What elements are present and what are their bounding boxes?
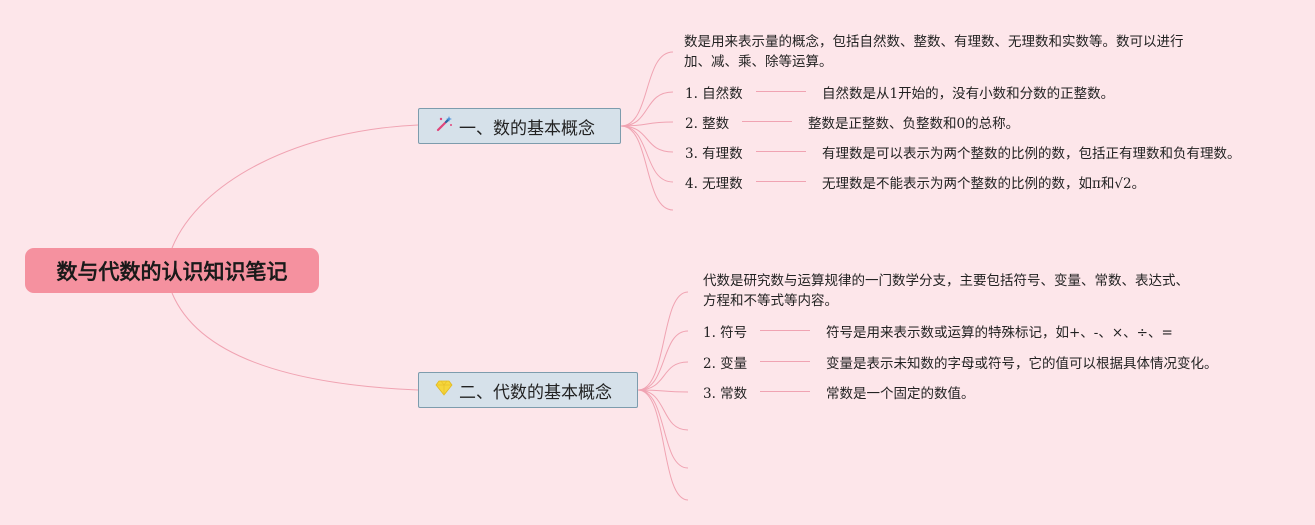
item-definition[interactable]: 有理数是可以表示为两个整数的比例的数，包括正有理数和负有理数。	[822, 146, 1241, 162]
item-definition[interactable]: 符号是用来表示数或运算的特殊标记，如+、-、×、÷、=	[826, 325, 1173, 341]
item-definition[interactable]: 无理数是不能表示为两个整数的比例的数，如π和√2。	[822, 176, 1146, 192]
item-term[interactable]: 1. 自然数	[685, 86, 743, 102]
branch-2-fan-connector-5	[637, 389, 689, 469]
branch-2-fan-connector-4	[637, 389, 689, 431]
item-term[interactable]: 3. 有理数	[685, 146, 743, 162]
item-term[interactable]: 2. 整数	[685, 116, 730, 132]
item-connector	[756, 181, 806, 182]
branch-1-fan-connector-2	[620, 121, 674, 127]
branch-title: 二、代数的基本概念	[459, 382, 612, 403]
branch-number-concepts[interactable]: 一、数的基本概念	[418, 108, 621, 144]
branch-title: 一、数的基本概念	[459, 118, 595, 139]
item-term[interactable]: 1. 符号	[703, 325, 748, 341]
root-title: 数与代数的认识知识笔记	[56, 258, 288, 284]
branch-algebra-concepts[interactable]: 二、代数的基本概念	[418, 372, 638, 408]
item-term[interactable]: 2. 变量	[703, 356, 748, 372]
branch-description: 数是用来表示量的概念，包括自然数、整数、有理数、无理数和实数等。数可以进行加、减…	[684, 34, 1184, 70]
branch-1-fan-connector-0	[620, 51, 674, 127]
branch-2-fan-connector-3	[637, 389, 689, 393]
item-connector	[760, 330, 810, 331]
branch-1-fan-connector-4	[620, 125, 674, 183]
branch-2-fan-connector-0	[637, 291, 689, 391]
item-connector	[756, 151, 806, 152]
branch-2-fan-connector-6	[637, 389, 689, 501]
item-connector	[760, 391, 810, 392]
magic-wand-icon	[435, 115, 453, 137]
item-definition[interactable]: 变量是表示未知数的字母或符号，它的值可以根据具体情况变化。	[826, 356, 1218, 372]
root-to-branch-2-connector	[171, 292, 419, 391]
root-node[interactable]: 数与代数的认识知识笔记	[25, 248, 319, 293]
item-term[interactable]: 4. 无理数	[685, 176, 743, 192]
branch-1-fan-connector-3	[620, 125, 674, 153]
item-connector	[756, 91, 806, 92]
item-connector	[742, 121, 792, 122]
branch-description: 代数是研究数与运算规律的一门数学分支，主要包括符号、变量、常数、表达式、方程和不…	[703, 273, 1189, 309]
diamond-icon	[435, 380, 453, 400]
root-to-branch-1-connector	[171, 124, 419, 249]
branch-1-fan-connector-1	[620, 91, 674, 127]
item-term[interactable]: 3. 常数	[703, 386, 748, 402]
item-connector	[760, 361, 810, 362]
item-definition[interactable]: 整数是正整数、负整数和0的总称。	[808, 116, 1020, 132]
branch-1-fan-connector-5	[620, 125, 674, 211]
item-definition[interactable]: 常数是一个固定的数值。	[826, 386, 975, 402]
branch-2-fan-connector-2	[637, 361, 689, 391]
item-definition[interactable]: 自然数是从1开始的，没有小数和分数的正整数。	[822, 86, 1115, 102]
branch-2-fan-connector-1	[637, 330, 689, 391]
